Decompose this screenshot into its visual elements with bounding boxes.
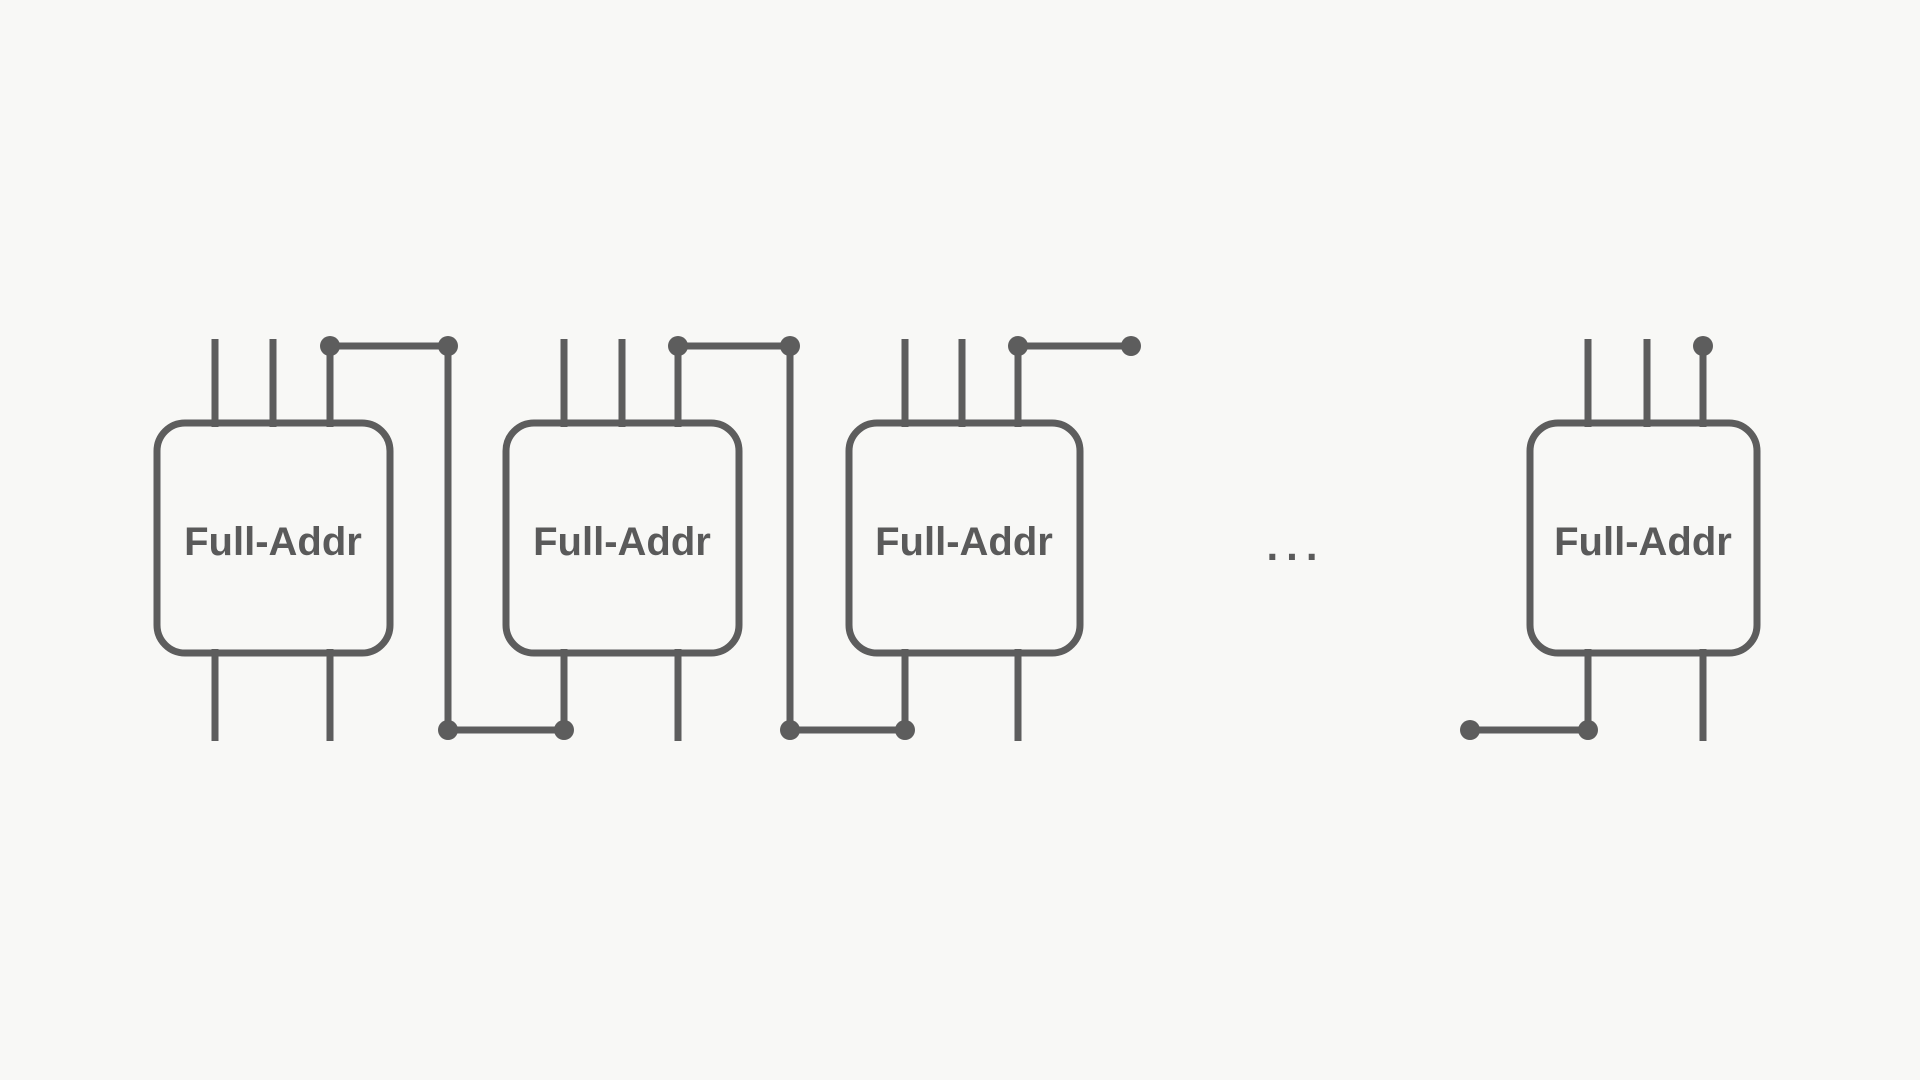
junction-dot	[780, 336, 800, 356]
continuation-ellipsis: ...	[1266, 522, 1325, 569]
full-adder-label: Full-Addr	[875, 520, 1053, 564]
full-adder-unit-4: Full-Addr	[1526, 336, 1761, 741]
full-adder-unit-3: Full-Addr	[845, 339, 1084, 741]
full-adder-label: Full-Addr	[533, 520, 711, 564]
carry-chain-3-to-ellipsis	[1008, 336, 1141, 356]
full-adder-unit-1: Full-Addr	[153, 339, 394, 741]
full-adder-unit-2: Full-Addr	[502, 339, 743, 741]
junction-dot	[438, 720, 458, 740]
full-adder-box	[845, 419, 1084, 657]
terminal-dot	[1460, 720, 1480, 740]
full-adder-box	[1526, 419, 1761, 657]
junction-dot	[438, 336, 458, 356]
full-adder-label: Full-Addr	[1554, 520, 1732, 564]
full-adder-box	[502, 419, 743, 657]
terminal-dot	[1121, 336, 1141, 356]
full-adder-box	[153, 419, 394, 657]
carry-wire	[678, 342, 905, 734]
carry-wire	[330, 342, 564, 734]
carry-chain-ellipsis-to-4	[1460, 720, 1598, 740]
junction-dot	[780, 720, 800, 740]
full-adder-label: Full-Addr	[184, 520, 362, 564]
terminal-dot	[1693, 336, 1713, 356]
